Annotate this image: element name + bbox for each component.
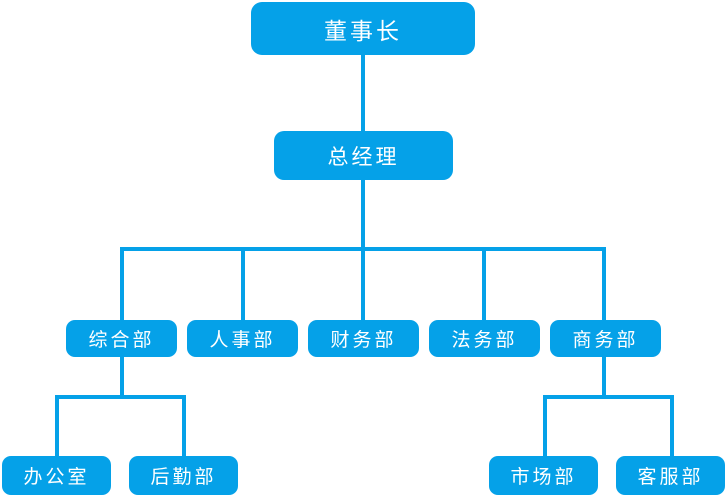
connector-bus-right-sub — [543, 395, 674, 399]
org-node-logistics[interactable]: 后勤部 — [129, 456, 238, 495]
org-node-customer-service[interactable]: 客服部 — [616, 456, 725, 495]
connector-drop-department-4 — [482, 247, 486, 320]
connector-bus-left-sub — [55, 395, 186, 399]
connector-drop-department-3 — [361, 247, 365, 320]
connector-drop-department-5 — [602, 247, 606, 320]
org-node-finance[interactable]: 财务部 — [308, 320, 419, 357]
org-node-chairman[interactable]: 董事长 — [251, 2, 475, 55]
connector-drop-customer-service — [670, 395, 674, 457]
org-node-legal[interactable]: 法务部 — [429, 320, 540, 357]
org-node-marketing[interactable]: 市场部 — [489, 456, 598, 495]
org-node-general-manager[interactable]: 总经理 — [274, 131, 453, 180]
connector-drop-marketing — [543, 395, 547, 457]
org-node-general-affairs[interactable]: 综合部 — [66, 320, 177, 357]
connector-drop-office — [55, 395, 59, 457]
org-node-human-resources[interactable]: 人事部 — [187, 320, 298, 357]
org-node-office[interactable]: 办公室 — [2, 456, 111, 495]
connector-drop-department-1 — [120, 247, 124, 320]
org-node-business[interactable]: 商务部 — [550, 320, 661, 357]
connector-stem-business — [602, 357, 606, 398]
connector-chairman-to-gm — [361, 55, 365, 131]
connector-drop-logistics — [182, 395, 186, 457]
connector-drop-department-2 — [241, 247, 245, 320]
connector-gm-stem — [361, 180, 365, 250]
connector-stem-general-affairs — [120, 357, 124, 398]
